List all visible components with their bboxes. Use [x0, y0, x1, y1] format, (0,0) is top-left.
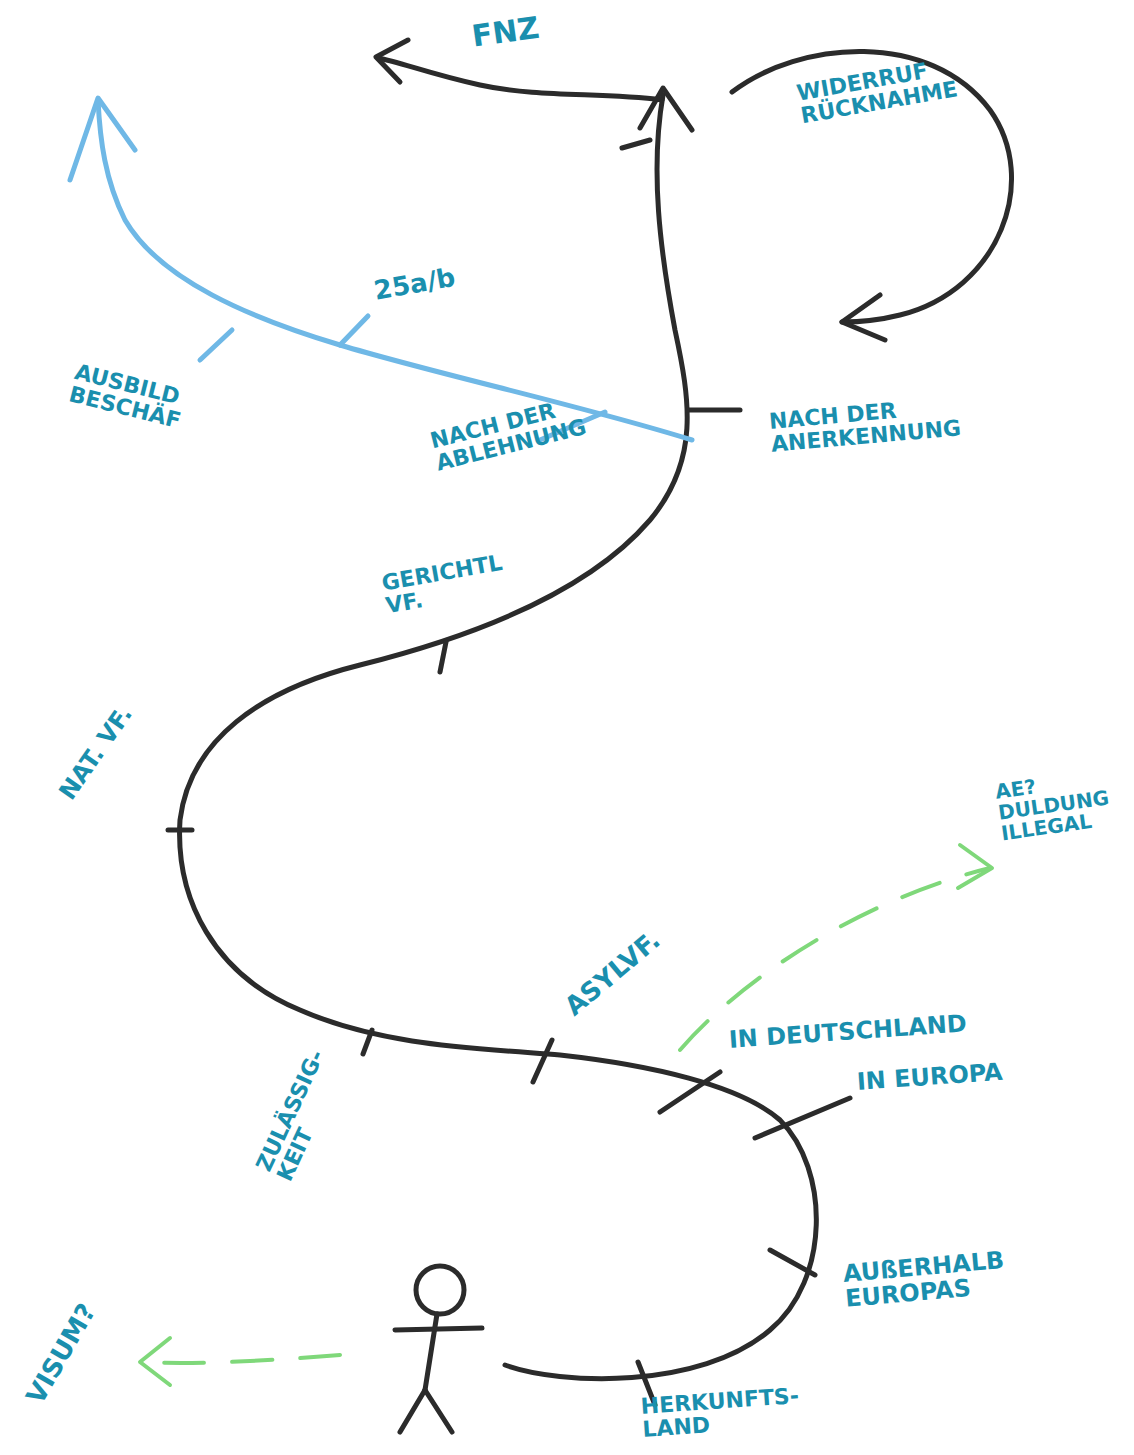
fnz-branch [378, 58, 662, 100]
winding-road [180, 95, 817, 1379]
green-arrowhead [958, 845, 992, 888]
stick-figure [395, 1266, 482, 1432]
road-tick [770, 1250, 815, 1275]
branch-label: 25a/b [372, 259, 485, 305]
road-tick [660, 1072, 720, 1112]
road-tick [688, 408, 740, 413]
stage-label: GERICHTL VF. [380, 546, 536, 618]
stage-label: HERKUNFTS- LAND [640, 1380, 863, 1441]
road-tick [168, 828, 192, 833]
road-arrowhead [640, 88, 692, 130]
stage-label: NAT. VF. [55, 700, 139, 805]
leader-line [340, 316, 368, 345]
stage-label: ZULÄSSIG- KEIT [252, 1038, 353, 1184]
stage-label: AUßERHALB EUROPAS [842, 1240, 1095, 1312]
branch-after-rejection [98, 100, 692, 440]
branch-label: AUSBILD BESCHÄF [67, 360, 243, 446]
road-tick [622, 140, 650, 148]
road-tick [363, 1030, 372, 1054]
stage-label: IN EUROPA [856, 1053, 1097, 1095]
branch-label: FNZ [470, 4, 593, 52]
circular-arrowhead [842, 295, 885, 340]
leader-line [200, 330, 232, 360]
road-tick [440, 642, 446, 672]
road-tick [533, 1040, 552, 1082]
outcome-label: AE? DULDUNG ILLEGAL [994, 764, 1128, 844]
stage-label: NACH DER ANERKENNUNG [768, 385, 1061, 456]
loop-label: WIDERRUF RÜCKNAHME [795, 46, 1010, 128]
stage-label: IN DEUTSCHLAND [728, 1006, 1039, 1053]
road-tick [755, 1098, 850, 1138]
branch-label: NACH DER ABLEHNUNG [428, 377, 653, 475]
green-arrowhead [140, 1338, 170, 1385]
fnz-arrowhead [376, 40, 408, 82]
branch-arrowhead [70, 98, 135, 180]
dashed-green-arrow [142, 1355, 340, 1363]
stage-label: ASYLVF. [560, 897, 700, 1021]
option-label: VISUM? [22, 1274, 116, 1409]
